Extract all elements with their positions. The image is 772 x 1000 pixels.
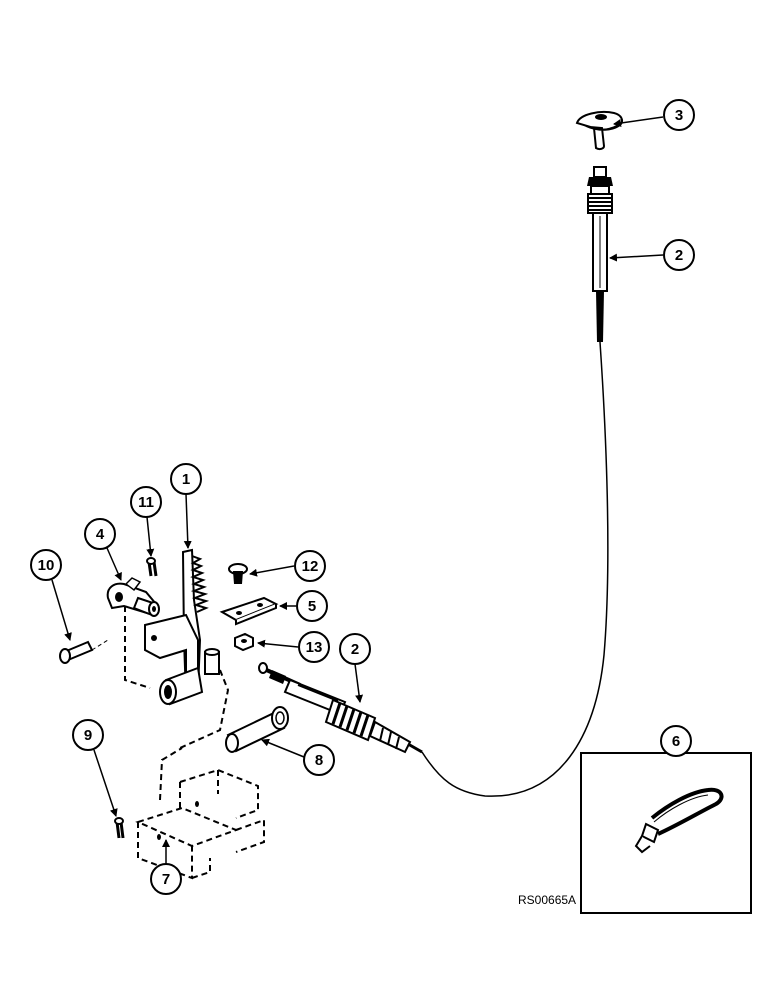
control-cable	[421, 341, 609, 797]
callout-12: 12	[249, 550, 326, 582]
cable-head-upper	[587, 166, 613, 342]
inset-box	[580, 752, 752, 914]
cable-assembly-lower	[258, 662, 423, 754]
channel-bracket-holes	[157, 801, 199, 840]
callout-5: 5	[279, 590, 328, 622]
knob-part	[575, 111, 623, 151]
callout-8: 8	[261, 738, 335, 776]
strap-clip	[634, 822, 660, 854]
callout-2-lower: 2	[339, 633, 371, 703]
retainer-plate	[219, 596, 279, 626]
callout-7: 7	[150, 839, 182, 895]
callout-2-upper: 2	[609, 239, 695, 271]
callout-6-label: 6	[672, 733, 680, 750]
callout-10: 10	[30, 549, 72, 641]
cotter-pin-upper	[146, 557, 158, 577]
callout-9: 9	[72, 719, 118, 817]
callout-13: 13	[257, 631, 330, 663]
callout-1-label: 1	[182, 471, 190, 488]
callout-11-label: 11	[138, 494, 154, 511]
callout-3: 3	[613, 99, 695, 131]
callout-1: 1	[170, 463, 202, 549]
long-pin	[225, 706, 289, 753]
clevis-part	[106, 577, 160, 617]
strap-part	[650, 787, 724, 836]
callout-8-label: 8	[315, 752, 323, 769]
callout-3-label: 3	[675, 107, 683, 124]
callout-5-label: 5	[308, 598, 316, 615]
hex-nut	[234, 632, 254, 652]
bolt-part	[228, 563, 248, 584]
callout-2-upper-label: 2	[675, 247, 683, 264]
callout-9-label: 9	[84, 727, 92, 744]
callout-13-label: 13	[306, 639, 323, 656]
callout-7-label: 7	[162, 871, 170, 888]
callout-2-lower-label: 2	[351, 641, 359, 658]
lever-bracket	[144, 548, 220, 706]
callout-6: 6	[660, 725, 692, 757]
callout-12-label: 12	[302, 558, 319, 575]
callout-4-label: 4	[96, 526, 105, 543]
clevis-pin	[59, 639, 109, 664]
reference-code: RS00665A	[518, 893, 576, 907]
cotter-pin-lower	[114, 817, 125, 839]
callout-11: 11	[130, 486, 162, 557]
callout-10-label: 10	[38, 557, 55, 574]
callout-4: 4	[84, 518, 122, 581]
